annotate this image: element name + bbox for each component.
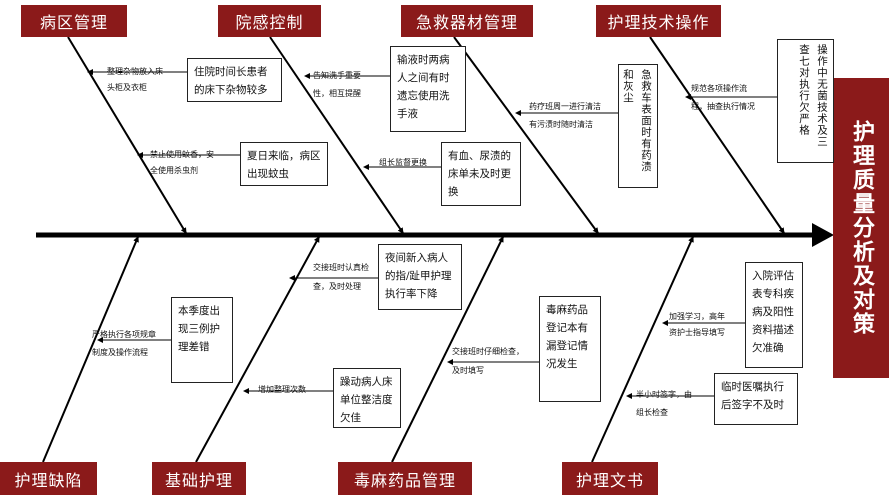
category-c4: 护理技术操作 xyxy=(596,5,721,37)
measure-m8-line1: 交接班时认真检 xyxy=(313,263,369,272)
cause-box-p3: 输液时两病人之间有时遗忘使用洗手液 xyxy=(390,46,466,132)
cause-box-p10: 毒麻药品登记本有漏登记情况发生 xyxy=(539,296,601,402)
category-c6: 基础护理 xyxy=(152,462,246,495)
category-c1: 病区管理 xyxy=(21,5,127,37)
measure-m5-line1: 药疗班周一进行清洁 xyxy=(529,102,601,111)
bone-c8 xyxy=(591,236,694,463)
bone-c6 xyxy=(195,236,320,463)
measure-m1-line1: 整理杂物放入床 xyxy=(107,67,163,76)
measure-m12-line2: 组长检查 xyxy=(636,408,668,417)
measure-m11-line2: 资护士指导填写 xyxy=(669,328,725,337)
measure-m5-line2: 有污渍时随时清洁 xyxy=(529,120,593,129)
cause-box-p12: 临时医嘱执行后签字不及时 xyxy=(714,373,798,425)
category-c2: 院感控制 xyxy=(218,5,321,37)
measure-m7-line2: 制度及操作流程 xyxy=(92,348,148,357)
spine-arrowhead xyxy=(812,223,834,247)
measure-m1-line2: 头柜及衣柜 xyxy=(107,83,147,92)
measure-m3-line1: 告知洗手重要 xyxy=(313,71,361,80)
measure-m6-line2: 程，抽查执行情况 xyxy=(691,102,755,111)
measure-m8-line2: 查，及时处理 xyxy=(313,282,361,291)
measure-m11-line1: 加强学习，高年 xyxy=(669,312,725,321)
measure-m9: 增加整理次数 xyxy=(258,385,306,394)
cause-box-p5: 急救车表面时有药渍和灰尘 xyxy=(618,64,658,188)
measure-m2-line1: 禁止使用蚊香，安 xyxy=(150,150,214,159)
cause-box-p4: 有血、尿渍的床单未及时更换 xyxy=(441,142,521,206)
measure-m6-line1: 规范各项操作流 xyxy=(691,84,747,93)
bone-c4 xyxy=(649,36,785,234)
measure-m12-line1: 半小时签字，由 xyxy=(636,390,692,399)
cause-box-p2: 夏日来临，病区出现蚊虫 xyxy=(240,142,328,186)
category-c7: 毒麻药品管理 xyxy=(338,462,472,495)
bone-c2 xyxy=(269,36,404,234)
measure-m10-line1: 交接班时仔细检查， xyxy=(452,347,524,356)
cause-box-p1: 住院时间长患者的床下杂物较多 xyxy=(187,58,282,102)
bone-c3 xyxy=(453,36,599,234)
measure-m2-line2: 全使用杀虫剂 xyxy=(150,166,198,175)
measure-m10-line2: 及时填写 xyxy=(452,366,484,375)
category-c5: 护理缺陷 xyxy=(0,462,97,495)
category-c8: 护理文书 xyxy=(562,462,658,495)
category-c3: 急救器材管理 xyxy=(401,5,533,37)
diagram-title: 护理质量分析及对策 xyxy=(833,78,889,378)
cause-box-p7: 本季度出现三例护理差错 xyxy=(171,297,233,383)
bone-c5 xyxy=(42,236,139,463)
cause-box-p9: 躁动病人床单位整洁度欠佳 xyxy=(333,368,401,428)
cause-box-p8: 夜间新入病人的指/趾甲护理执行率下降 xyxy=(378,244,462,310)
bone-c7 xyxy=(391,236,504,463)
measure-m7-line1: 严格执行各项规章 xyxy=(92,330,156,339)
cause-box-p6: 操作中无菌技术及三查七对执行欠严格 xyxy=(777,39,834,163)
measure-m3-line2: 性，相互提醒 xyxy=(313,89,361,98)
cause-box-p11: 入院评估表专科疾病及阳性资料描述欠准确 xyxy=(745,262,803,368)
measure-m4: 组长监督更换 xyxy=(379,158,427,167)
